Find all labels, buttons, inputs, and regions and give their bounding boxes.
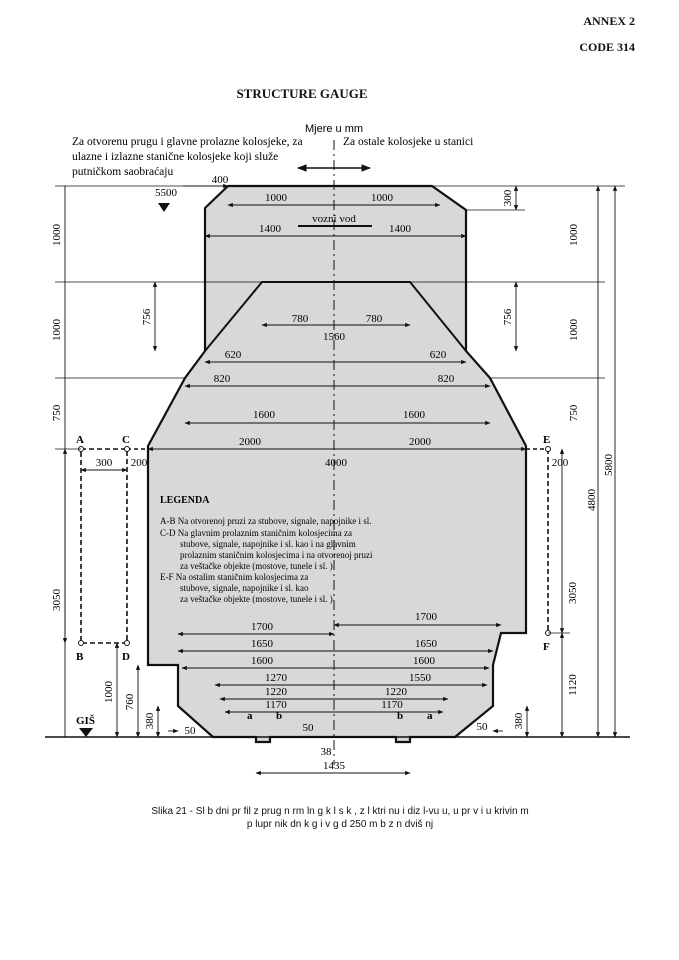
upper-body-profile	[204, 281, 467, 352]
dim-1700-l: 1700	[251, 621, 274, 633]
legend-line: C-D Na glavnim prolaznim staničnim kolos…	[160, 528, 352, 538]
page-title: STRUCTURE GAUGE	[236, 86, 368, 101]
dim-1435: 1435	[323, 760, 346, 772]
point-label-f: F	[543, 641, 550, 653]
dim-5500: 5500	[155, 187, 178, 199]
dim-1600-r: 1600	[403, 409, 426, 421]
dim-4000: 4000	[325, 457, 348, 469]
legend-line: za veštačke objekte (mostove, tunele i s…	[180, 561, 333, 571]
note-left-line2: ulazne i izlazne staničnе kolosjeke koji…	[72, 151, 278, 163]
dim-1220-l: 1220	[265, 686, 288, 698]
contact-wire-label: vozni vod	[312, 213, 356, 225]
vdim-380-l: 380	[144, 712, 156, 729]
gauge-outline	[146, 184, 528, 744]
label-a-left: a	[247, 710, 253, 722]
caption-line-1: Slika 21 - Sl b dni pr fil z prug n rm l…	[151, 806, 529, 817]
dim-200-r: 200	[552, 457, 569, 469]
vdim-r-4800: 4800	[586, 489, 598, 512]
dim-1650-r: 1650	[415, 638, 438, 650]
point-c-marker	[124, 446, 130, 452]
point-d-marker	[124, 640, 130, 646]
figure-caption: Slika 21 - Sl b dni pr fil z prug n rm l…	[40, 805, 640, 831]
dim-1600b-l: 1600	[251, 655, 274, 667]
point-label-a: A	[76, 434, 84, 446]
height-5500-marker	[158, 203, 170, 212]
legend-line: E-F Na ostalim staničnim kolosjecima za	[160, 572, 308, 582]
legend-line: za veštačke objekte (mostove, tunele i s…	[180, 594, 333, 604]
point-label-c: C	[122, 434, 130, 446]
legend-line: prolaznim staničnim kolosjecima i na otv…	[180, 550, 373, 560]
gis-label: GIŠ	[76, 714, 95, 727]
legend-line: stubove, signale, napojnike i sl. kao i …	[180, 539, 356, 549]
dim-50-r: 50	[477, 721, 489, 733]
legend-line: A-B Na otvorenoj pruzi za stubove, signa…	[160, 516, 371, 526]
vdim-1000-b: 1000	[51, 319, 63, 342]
label-b-left: b	[276, 710, 282, 722]
dim-780-r: 780	[366, 313, 383, 325]
dim-1650-l: 1650	[251, 638, 274, 650]
dim-2000-r: 2000	[409, 436, 432, 448]
code-label: CODE 314	[579, 40, 635, 54]
dim-1600b-r: 1600	[413, 655, 436, 667]
dim-200-l: 200	[131, 457, 148, 469]
dim-620-r: 620	[430, 349, 447, 361]
note-right: Za ostale kolosjeke u stanici	[343, 136, 473, 148]
vdim-r-380: 380	[513, 712, 525, 729]
vdim-756-l: 756	[141, 308, 153, 325]
dim-1550: 1550	[409, 672, 432, 684]
point-e-marker	[545, 446, 551, 452]
dim-780-l: 780	[292, 313, 309, 325]
label-b-right: b	[397, 710, 403, 722]
dim-1600-l: 1600	[253, 409, 276, 421]
dim-1270: 1270	[265, 672, 288, 684]
dim-400: 400	[212, 174, 229, 186]
vdim-760: 760	[124, 693, 136, 710]
dim-300-ab: 300	[96, 457, 113, 469]
vdim-1000-low: 1000	[103, 681, 115, 704]
dim-1170-l: 1170	[265, 699, 287, 711]
dim-1000-r: 1000	[371, 192, 394, 204]
dim-50-mid: 50	[303, 722, 315, 734]
vdim-3050-l: 3050	[51, 589, 63, 612]
dim-620-l: 620	[225, 349, 242, 361]
annex-label: ANNEX 2	[583, 14, 635, 28]
point-label-d: D	[122, 651, 130, 663]
vdim-r-1120: 1120	[567, 674, 579, 696]
structure-gauge-diagram: Za otvorenu prugu i glavne prolazne kolo…	[45, 123, 630, 776]
point-b-marker	[78, 640, 84, 646]
units-label: Mjere u mm	[305, 123, 363, 135]
note-left-line3: putničkom saobraćaju	[72, 166, 173, 178]
dim-50-l: 50	[185, 725, 197, 737]
dim-1700-r: 1700	[415, 611, 438, 623]
vdim-r-1000-b: 1000	[568, 319, 580, 342]
vdim-300-r: 300	[502, 189, 514, 206]
vdim-r-3050: 3050	[567, 582, 579, 605]
dim-820-l: 820	[214, 373, 231, 385]
dim-1170-r: 1170	[381, 699, 403, 711]
vdim-1000-a: 1000	[51, 224, 63, 247]
vdim-r-750: 750	[568, 404, 580, 421]
dim-1220-r: 1220	[385, 686, 408, 698]
point-label-e: E	[543, 434, 550, 446]
legend-title: LEGENDA	[160, 495, 210, 506]
gis-marker	[79, 728, 93, 737]
dim-1400-l: 1400	[259, 223, 282, 235]
dim-1000-l: 1000	[265, 192, 288, 204]
vdim-r-1000-a: 1000	[568, 224, 580, 247]
dim-820-r: 820	[438, 373, 455, 385]
dim-38: 38	[321, 746, 333, 758]
dim-1400-r: 1400	[389, 223, 412, 235]
legend-line: stubove, signale, napojnike i sl. kao	[180, 583, 309, 593]
point-label-b: B	[76, 651, 84, 663]
caption-line-2: p lupr nik dn k g i v g d 250 m b z n dv…	[246, 819, 434, 830]
vdim-756-r: 756	[502, 308, 514, 325]
dim-2000-l: 2000	[239, 436, 262, 448]
label-a-right: a	[427, 710, 433, 722]
vdim-750: 750	[51, 404, 63, 421]
dim-1560: 1560	[323, 331, 346, 343]
clearance-box-ab-cd	[80, 448, 128, 644]
note-left-line1: Za otvorenu prugu i glavne prolazne kolo…	[72, 136, 303, 148]
vdim-r-5800: 5800	[603, 454, 615, 477]
